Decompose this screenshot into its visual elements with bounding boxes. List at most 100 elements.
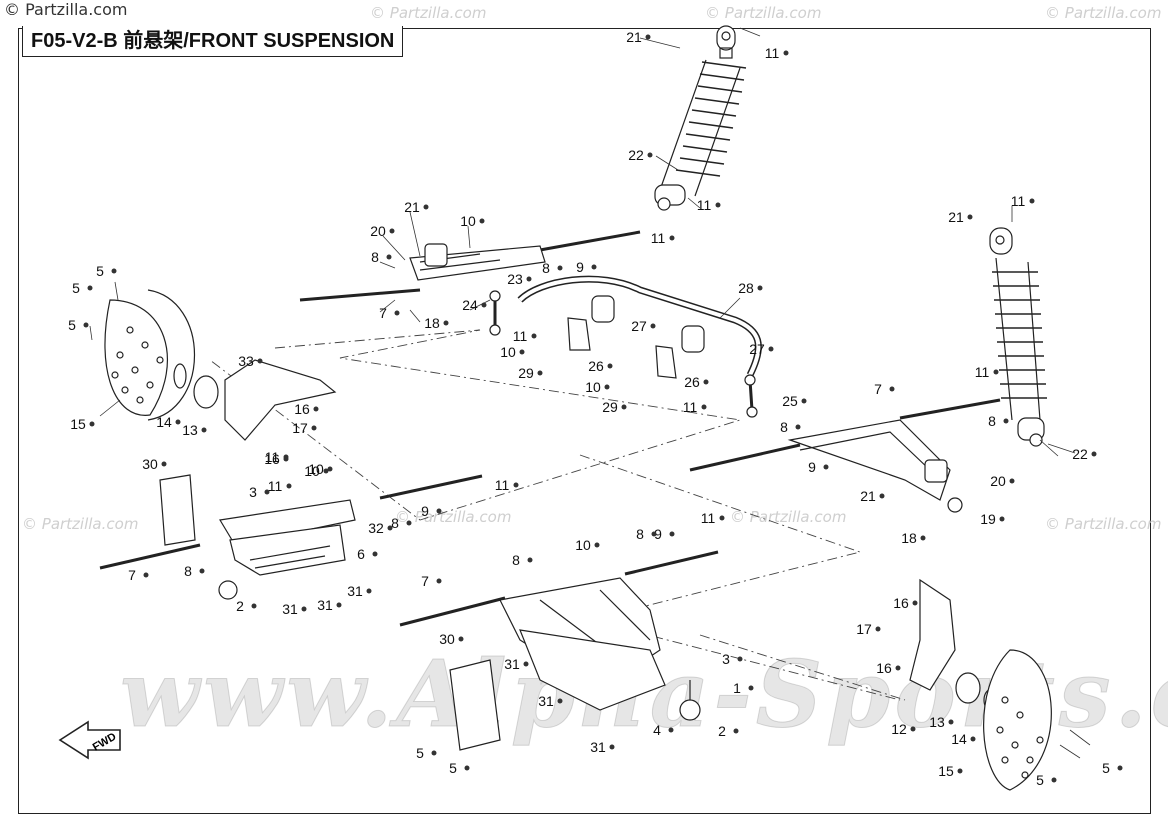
diagram-title: F05-V2-B 前悬架/FRONT SUSPENSION bbox=[22, 26, 404, 57]
callout-31: 31 bbox=[347, 583, 363, 599]
callout-11: 11 bbox=[697, 197, 712, 213]
callout-17: 17 bbox=[292, 420, 308, 436]
partzilla-watermark: © Partzilla.com bbox=[395, 508, 512, 526]
callout-10: 10 bbox=[304, 463, 320, 479]
part-marker bbox=[594, 542, 600, 548]
callout-10: 10 bbox=[585, 379, 601, 395]
callout-31: 31 bbox=[538, 693, 554, 709]
part-marker bbox=[604, 384, 610, 390]
callout-5: 5 bbox=[1036, 772, 1044, 788]
callout-27: 27 bbox=[631, 318, 647, 334]
part-marker bbox=[372, 551, 378, 557]
part-marker bbox=[1091, 451, 1097, 457]
part-marker bbox=[431, 750, 437, 756]
part-marker bbox=[701, 404, 707, 410]
callout-8: 8 bbox=[184, 563, 192, 579]
callout-8: 8 bbox=[988, 413, 996, 429]
callout-8: 8 bbox=[636, 526, 644, 542]
callout-13: 13 bbox=[182, 422, 198, 438]
callout-21: 21 bbox=[626, 29, 642, 45]
callout-20: 20 bbox=[990, 473, 1006, 489]
callout-1: 1 bbox=[733, 680, 741, 696]
part-marker bbox=[387, 525, 393, 531]
part-marker bbox=[89, 421, 95, 427]
callout-5: 5 bbox=[68, 317, 76, 333]
callout-15: 15 bbox=[938, 763, 954, 779]
callout-31: 31 bbox=[504, 656, 520, 672]
part-marker bbox=[875, 626, 881, 632]
part-marker bbox=[768, 346, 774, 352]
part-marker bbox=[801, 398, 807, 404]
part-marker bbox=[948, 719, 954, 725]
part-marker bbox=[920, 535, 926, 541]
part-marker bbox=[748, 685, 754, 691]
part-marker bbox=[967, 214, 973, 220]
callout-2: 2 bbox=[718, 723, 726, 739]
diagram-frame bbox=[18, 28, 1151, 814]
part-marker bbox=[406, 520, 412, 526]
part-marker bbox=[199, 568, 205, 574]
partzilla-watermark: © Partzilla.com bbox=[1045, 4, 1162, 22]
part-marker bbox=[513, 482, 519, 488]
callout-11: 11 bbox=[651, 230, 666, 246]
part-marker bbox=[523, 661, 529, 667]
part-marker bbox=[957, 768, 963, 774]
front-shock-upper bbox=[654, 25, 747, 211]
part-marker bbox=[111, 268, 117, 274]
part-marker bbox=[526, 276, 532, 282]
part-marker bbox=[783, 50, 789, 56]
callout-31: 31 bbox=[317, 597, 333, 613]
callout-11: 11 bbox=[513, 328, 528, 344]
callout-10: 10 bbox=[308, 461, 324, 477]
part-marker bbox=[458, 636, 464, 642]
part-marker bbox=[645, 34, 651, 40]
part-marker bbox=[537, 370, 543, 376]
part-marker bbox=[993, 369, 999, 375]
part-marker bbox=[443, 320, 449, 326]
callout-7: 7 bbox=[379, 305, 387, 321]
callout-30: 30 bbox=[439, 631, 455, 647]
callout-8: 8 bbox=[391, 515, 399, 531]
callout-14: 14 bbox=[156, 414, 172, 430]
callout-18: 18 bbox=[901, 530, 917, 546]
callout-11: 11 bbox=[701, 510, 716, 526]
callout-3: 3 bbox=[249, 484, 257, 500]
part-marker bbox=[264, 489, 270, 495]
fwd-arrow-icon bbox=[58, 720, 121, 760]
part-marker bbox=[327, 466, 333, 472]
part-marker bbox=[1117, 765, 1123, 771]
brand-watermark: © Partzilla.com bbox=[4, 0, 128, 19]
callout-29: 29 bbox=[518, 365, 534, 381]
part-marker bbox=[1029, 198, 1035, 204]
callout-11: 11 bbox=[1011, 193, 1026, 209]
callout-16: 16 bbox=[294, 401, 310, 417]
part-marker bbox=[795, 424, 801, 430]
callout-25: 25 bbox=[782, 393, 798, 409]
front-shock-lower bbox=[989, 227, 1047, 447]
callout-26: 26 bbox=[684, 374, 700, 390]
part-marker bbox=[703, 379, 709, 385]
callout-28: 28 bbox=[738, 280, 754, 296]
part-marker bbox=[394, 310, 400, 316]
callout-11: 11 bbox=[975, 364, 990, 380]
callout-24: 24 bbox=[462, 297, 478, 313]
part-marker bbox=[286, 483, 292, 489]
callout-17: 17 bbox=[856, 621, 872, 637]
callout-31: 31 bbox=[282, 601, 298, 617]
partzilla-watermark: © Partzilla.com bbox=[22, 515, 139, 533]
callout-5: 5 bbox=[96, 263, 104, 279]
part-marker bbox=[531, 333, 537, 339]
part-marker bbox=[201, 427, 207, 433]
part-marker bbox=[257, 358, 263, 364]
part-marker bbox=[313, 406, 319, 412]
part-marker bbox=[591, 264, 597, 270]
callout-32: 32 bbox=[368, 520, 384, 536]
part-marker bbox=[175, 419, 181, 425]
callout-5: 5 bbox=[1102, 760, 1110, 776]
callout-16: 16 bbox=[893, 595, 909, 611]
part-marker bbox=[669, 531, 675, 537]
part-marker bbox=[647, 152, 653, 158]
callout-7: 7 bbox=[874, 381, 882, 397]
callout-16: 16 bbox=[876, 660, 892, 676]
callout-31: 31 bbox=[590, 739, 606, 755]
